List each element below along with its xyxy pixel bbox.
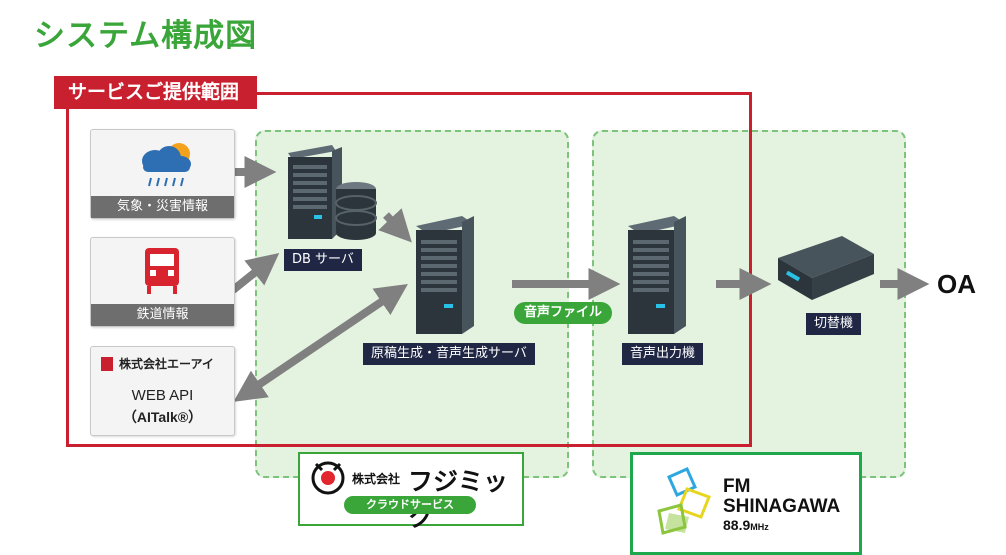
- train-icon: [145, 248, 179, 294]
- fujimic-service-pill: クラウドサービス: [344, 496, 476, 514]
- fujimic-mark-icon: [311, 461, 345, 495]
- service-scope-tab: サービスご提供範囲: [54, 76, 258, 109]
- railway-source-card: 鉄道情報: [90, 237, 235, 327]
- fm-line2: SHINAGAWA: [723, 496, 841, 517]
- fm-line1: FM: [723, 476, 751, 497]
- audio-file-pill: 音声ファイル: [514, 302, 613, 324]
- db-server-label: DB サーバ: [284, 249, 362, 271]
- fm-freq-number: 88.9: [723, 517, 751, 533]
- ai-source-card: 株式会社エーアイ WEB API （AITalk®）: [90, 346, 235, 436]
- generation-server-icon: [416, 216, 474, 334]
- fujimic-logo-box: 株式会社 フジミック クラウドサービス: [298, 452, 524, 532]
- arrow-rail-to-db: [230, 253, 280, 294]
- fm-shinagawa-logo-box: FM SHINAGAWA 88.9MHz: [630, 452, 862, 555]
- fujimic-company-small: 株式会社: [352, 472, 401, 486]
- railway-label: 鉄道情報: [91, 304, 234, 326]
- cloud-rain-icon: [142, 143, 191, 187]
- weather-label: 気象・災害情報: [91, 196, 234, 218]
- on-air-label: OA: [937, 269, 976, 299]
- db-server-icon: [288, 145, 377, 240]
- arrow-ai-gen-bidirectional: [233, 283, 408, 402]
- switcher-icon: [778, 236, 874, 300]
- weather-source-card: 気象・災害情報: [90, 129, 235, 219]
- ai-company: 株式会社エーアイ: [119, 357, 214, 371]
- ai-api-line2: （AITalk®）: [122, 409, 203, 425]
- fm-freq-unit: MHz: [750, 522, 769, 532]
- switcher-label: 切替機: [806, 313, 862, 335]
- generation-server-label: 原稿生成・音声生成サーバ: [363, 343, 535, 365]
- ai-api-line1: WEB API: [131, 387, 194, 404]
- fm-frequency: 88.9MHz: [723, 517, 769, 535]
- audio-output-label: 音声出力機: [622, 343, 704, 365]
- fujimic-company-name: フジミック: [408, 467, 509, 532]
- page-title: システム構成図: [34, 18, 258, 54]
- ai-logo-icon: [101, 357, 113, 371]
- fm-shinagawa-mark-icon: [657, 467, 711, 535]
- audio-output-server-icon: [628, 216, 686, 334]
- arrow-db-to-gen: [378, 208, 412, 243]
